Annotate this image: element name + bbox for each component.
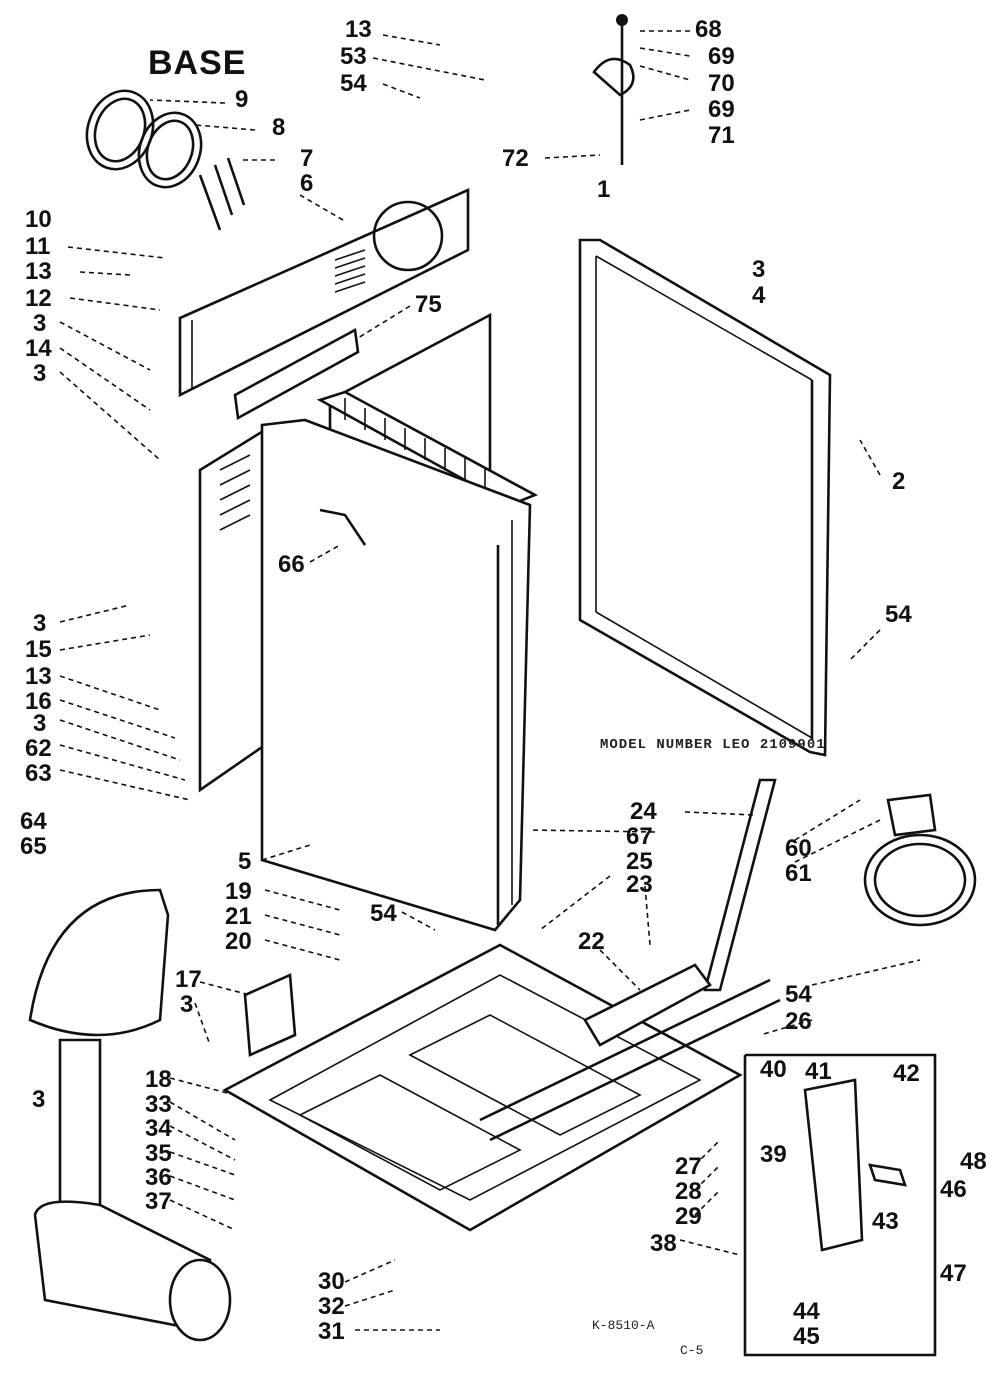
callout-24: 24 [630,798,657,825]
callout-7: 7 [300,145,314,172]
callout-41: 41 [805,1058,832,1085]
callout-13: 13 [345,16,372,43]
callout-3: 3 [33,610,47,637]
callout-42: 42 [893,1060,920,1087]
callout-61: 61 [785,860,812,887]
callout-3: 3 [33,360,47,387]
callout-48: 48 [960,1148,987,1175]
footer-page: C-5 [680,1343,704,1358]
callout-28: 28 [675,1178,702,1205]
callout-71: 71 [708,122,735,149]
callout-65: 65 [20,833,47,860]
callout-63: 63 [25,760,52,787]
callout-54: 54 [885,601,912,628]
brace-24 [703,778,777,992]
callout-3: 3 [32,1086,46,1113]
callout-72: 72 [502,145,529,172]
callout-3: 3 [33,710,47,737]
callout-25: 25 [626,848,653,875]
clip-parts [198,157,246,231]
callout-4: 4 [752,282,766,309]
callout-12: 12 [25,285,52,312]
callout-30: 30 [318,1268,345,1295]
callout-38: 38 [650,1230,677,1257]
callout-3: 3 [180,991,194,1018]
callout-36: 36 [145,1164,172,1191]
detail-box-38 [743,1053,937,1357]
callout-43: 43 [872,1208,899,1235]
callout-20: 20 [225,928,252,955]
callout-2: 2 [892,468,906,495]
callout-13: 13 [25,663,52,690]
callout-75: 75 [415,291,442,318]
callout-66: 66 [278,551,305,578]
callout-54: 54 [370,900,397,927]
callout-69: 69 [708,96,735,123]
callout-3: 3 [33,310,47,337]
front-panel [260,418,532,932]
callout-37: 37 [145,1188,172,1215]
callout-3: 3 [752,256,766,283]
right-side-panel [578,238,832,757]
callout-67: 67 [626,823,653,850]
callout-22: 22 [578,928,605,955]
callout-35: 35 [145,1140,172,1167]
model-number-note: MODEL NUMBER LEO 2109901 [600,737,826,753]
callout-14: 14 [25,335,52,362]
callout-47: 47 [940,1260,967,1287]
callout-23: 23 [626,871,653,898]
power-cord [863,793,977,927]
pedestal-assembly [28,888,232,1342]
callout-16: 16 [25,688,52,715]
left-side-panel [198,427,267,793]
callout-62: 62 [25,735,52,762]
callout-18: 18 [145,1066,172,1093]
callout-11: 11 [25,233,51,260]
callout-29: 29 [675,1203,702,1230]
callout-19: 19 [225,878,252,905]
callout-32: 32 [318,1293,345,1320]
bar-75 [233,327,360,421]
callout-45: 45 [793,1323,820,1350]
callout-1: 1 [597,176,611,203]
callout-69: 69 [708,43,735,70]
callout-39: 39 [760,1141,787,1168]
callout-64: 64 [20,808,47,835]
callout-68: 68 [695,16,722,43]
callout-34: 34 [145,1115,172,1142]
callout-27: 27 [675,1153,702,1180]
callout-33: 33 [145,1091,172,1118]
callout-15: 15 [25,636,52,663]
callout-26: 26 [785,1008,812,1035]
door-seal-rings [85,89,203,189]
bracket-22 [583,963,712,1047]
callout-60: 60 [785,835,812,862]
callout-10: 10 [25,206,52,233]
callout-9: 9 [235,86,249,113]
callout-46: 46 [940,1176,967,1203]
callout-53: 53 [340,43,367,70]
callout-6: 6 [300,170,314,197]
callout-17: 17 [175,966,202,993]
callout-44: 44 [793,1298,820,1325]
control-panel-part [178,187,470,398]
footer-code: K-8510-A [592,1318,655,1333]
diagram-title: BASE [148,44,247,82]
callout-13: 13 [25,258,52,285]
callout-8: 8 [272,114,286,141]
callout-70: 70 [708,70,735,97]
callout-31: 31 [318,1318,345,1345]
callout-5: 5 [238,848,252,875]
top-grille [316,390,539,507]
callout-54: 54 [340,70,367,97]
callout-40: 40 [760,1056,787,1083]
callout-21: 21 [225,903,252,930]
top-screw-assembly [592,14,635,165]
callout-54: 54 [785,981,812,1008]
bracket-17 [243,973,297,1057]
leader-lines [59,30,921,1331]
